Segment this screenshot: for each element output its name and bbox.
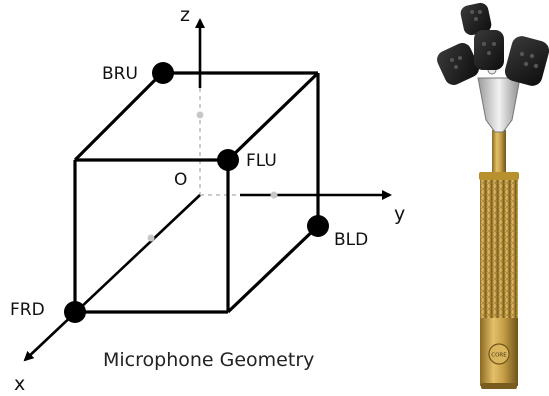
y-axis-tick (270, 191, 278, 199)
cube-visible-edges (73, 71, 320, 314)
capsule-frd-point (64, 301, 86, 323)
axes (23, 18, 392, 362)
core-badge-text: CORE (491, 353, 507, 359)
diagram-caption: Microphone Geometry (103, 349, 314, 371)
x-axis-label: x (14, 373, 25, 395)
core-badge: CORE (488, 343, 510, 365)
capsule-flu-label: FLU (246, 151, 277, 171)
microphone-handle (480, 175, 518, 320)
capsule-bld-label: BLD (334, 230, 368, 250)
capsule-mount (477, 77, 521, 133)
microphone-photo: CORE (437, 2, 549, 389)
capsule-center (474, 30, 504, 70)
capsule-bru-label: BRU (102, 64, 138, 84)
edge-top-left (73, 71, 164, 162)
body-bottom-cap (481, 383, 517, 389)
geometry-diagram: BRU FLU BLD FRD O z y x Microphone Geome… (10, 4, 405, 395)
y-axis-label: y (394, 203, 405, 225)
edge-bottom-right (226, 224, 320, 314)
axis-tick-marks (147, 111, 278, 242)
x-axis (23, 194, 201, 362)
capsule-left (437, 43, 479, 85)
capsule-points (64, 62, 329, 323)
capsule-bru-point (152, 62, 174, 84)
capsule-top (460, 2, 492, 36)
edge-top-right (226, 71, 320, 162)
microphone-shaft (492, 130, 506, 175)
capsule-right (504, 36, 549, 86)
origin-label: O (174, 170, 187, 190)
handle-collar (479, 172, 519, 180)
x-axis-tick (147, 234, 155, 242)
capsule-flu-point (217, 149, 239, 171)
z-axis-tick (196, 111, 204, 119)
capsule-bld-point (307, 215, 329, 237)
z-axis-label: z (180, 4, 190, 26)
capsule-frd-label: FRD (10, 300, 45, 320)
